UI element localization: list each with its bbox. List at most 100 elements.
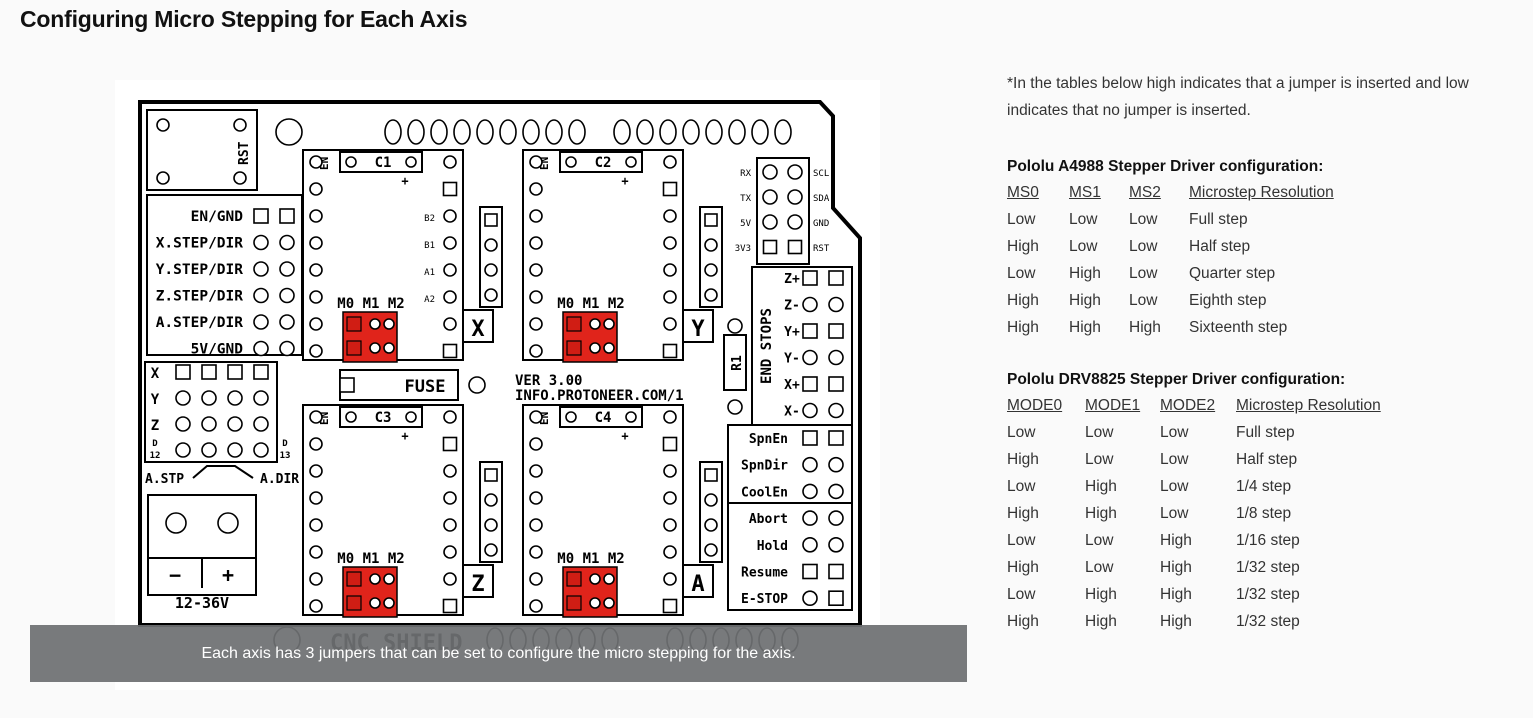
a4988-title: Pololu A4988 Stepper Driver configuratio… [1007,158,1324,175]
pin-hole [625,156,637,168]
pin-hole [217,512,239,534]
header-hole [728,119,746,145]
pin-hole [529,182,543,196]
a4988-table-cell: Low [1129,291,1158,309]
drv8825-table-cell: High [1085,612,1117,630]
pin-hole [704,263,718,277]
left-pin-label: X.STEP/DIR [156,236,244,252]
pin-hole [201,416,217,432]
plus-label: + [401,429,408,443]
pin-hole [727,318,743,334]
drv8825-table-cell: Low [1007,423,1036,441]
i2c-pin-label: RST [813,244,830,254]
driver-pin-label: A2 [424,295,435,305]
left-pin-label: EN/GND [191,209,244,225]
driver-pin-label: B2 [424,214,435,224]
power-terminal [147,494,257,596]
drv8825-table-cell: High [1007,558,1039,576]
drv8825-table-cell: High [1160,531,1192,549]
figure-caption-text: Each axis has 3 jumpers that can be set … [201,644,796,662]
drv8825-table-cell: 1/8 step [1236,504,1292,522]
header-hole [522,119,540,145]
drv8825-table-cell: High [1007,450,1039,468]
pin-hole [309,155,323,169]
pin-hole [484,518,498,532]
drv8825-header-resolution: Microstep Resolution [1236,397,1381,414]
pin-hole [309,182,323,196]
a4988-header-resolution: Microstep Resolution [1189,184,1334,201]
pin-hole [589,597,601,609]
serial-pin-label: RX [740,169,751,179]
pin-hole [603,318,615,330]
pin-square [828,590,844,607]
capacitor-label: C4 [595,410,612,426]
pin-hole [565,156,577,168]
pin-hole [468,376,486,394]
a4988-table-cell: Low [1007,210,1036,228]
jumper-labels: M0 M1 M2 [557,551,624,567]
pin-square [253,208,269,224]
pin-square [802,323,818,339]
pin-hole [663,155,677,169]
pin-hole [529,572,543,586]
pin-hole [175,442,191,458]
d13-label: D [282,439,288,449]
axis-label: Z [471,572,484,597]
pin-hole [156,118,170,132]
pin-square [175,364,191,380]
pin-hole [443,572,457,586]
a4988-header-row: MS0 MS1 MS2 Microstep Resolution [1007,180,1334,206]
drv8825-table-cell: Low [1085,558,1114,576]
pin-hole [663,236,677,250]
pin-hole [345,411,357,423]
pin-square [828,563,844,580]
pin-hole [663,464,677,478]
pin-hole [529,344,543,358]
pin-hole [802,296,818,313]
drv8825-header-mode1: MODE1 [1085,397,1141,414]
a4988-table-cell: High [1069,264,1101,282]
drv8825-table-cell: Low [1160,423,1189,441]
header-hole [636,119,654,145]
pin-square [828,376,844,392]
left-pin-label: A.STEP/DIR [156,315,244,331]
pin-hole [787,164,803,180]
jumper-pin [346,595,362,611]
pin-hole [309,263,323,277]
pin-hole [828,296,844,313]
drv8825-table-cell: High [1007,612,1039,630]
pin-hole [443,209,457,223]
pin-hole [663,317,677,331]
header-hole [430,119,448,145]
serial-pin-label: 5V [740,219,751,229]
pin-hole [529,155,543,169]
pin-hole [279,340,295,357]
drv8825-table-cell: Low [1085,423,1114,441]
pin-hole [383,573,395,585]
d13-label-num: 13 [280,451,291,461]
capacitor-outline [559,151,643,173]
drv8825-table-cell: Low [1007,477,1036,495]
drv8825-table-cell: High [1085,504,1117,522]
pin-hole [529,464,543,478]
drv8825-title: Pololu DRV8825 Stepper Driver configurat… [1007,371,1346,388]
pin-hole [405,411,417,423]
a4988-table-cell: Low [1129,237,1158,255]
pin-hole [762,189,778,205]
control-pin-label: Hold [757,539,788,554]
drv8825-table-cell: Low [1085,450,1114,468]
a4988-table-cell: High [1129,318,1161,336]
pin-hole [405,156,417,168]
header-hole [568,119,586,145]
serial-pin-label: TX [740,194,751,204]
drv8825-table-cell: Low [1160,450,1189,468]
drv8825-table-cell: Low [1007,531,1036,549]
drv8825-table-cell: Low [1085,531,1114,549]
drv8825-table-cell: 1/4 step [1236,477,1292,495]
pin-square [279,208,295,224]
pin-square [442,598,458,614]
pin-hole [663,491,677,505]
